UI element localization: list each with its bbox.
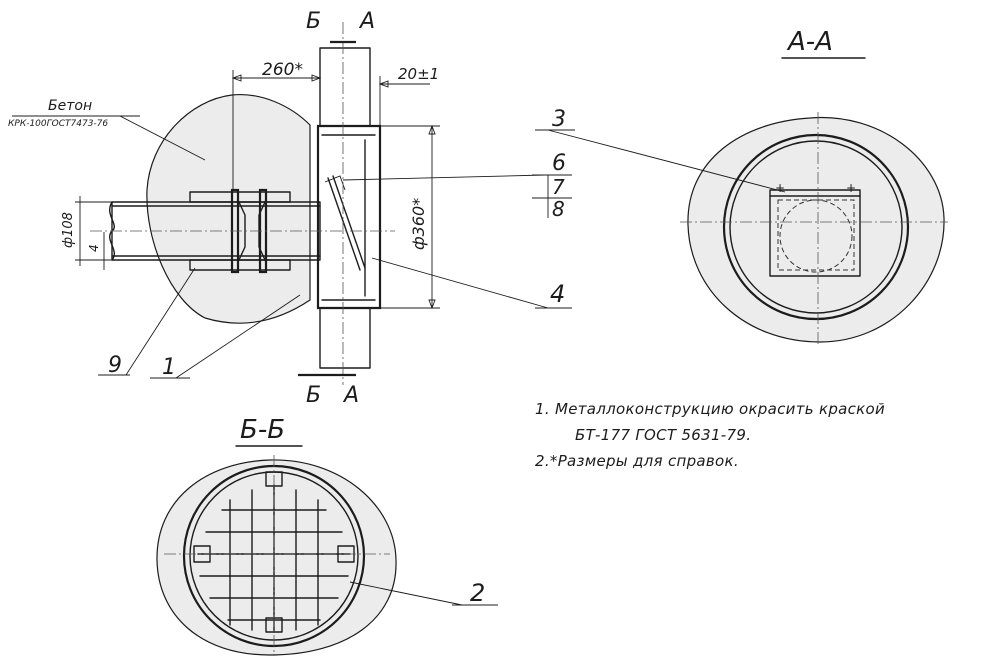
- pos-8-label: 8: [552, 197, 565, 221]
- pos-4-label: 4: [550, 280, 565, 308]
- pos-3-label: 3: [552, 107, 566, 132]
- wall-lower: [319, 307, 371, 369]
- pos-7-label: 7: [552, 175, 565, 199]
- note-1-line-1: 1. Металлоконструкцию окрасить краской: [535, 400, 886, 418]
- note-2: 2.*Размеры для справок.: [535, 452, 739, 470]
- main-side-view: 260* 20±1 ф360* ф108 4 Бетон КРК-100ГОСТ…: [8, 9, 572, 408]
- dim-260-label: 260*: [262, 60, 303, 80]
- section-mark-a-bottom: А: [342, 383, 359, 408]
- section-mark-b-top: Б: [306, 9, 321, 34]
- pos-9-label: 9: [108, 353, 122, 378]
- note-1-line-2: БТ-177 ГОСТ 5631-79.: [575, 426, 752, 444]
- section-mark-b-bottom: Б: [306, 383, 321, 408]
- pos-2-label: 2: [470, 579, 485, 607]
- dim-20-label: 20±1: [398, 65, 439, 83]
- dim-108-label: ф108: [61, 212, 76, 248]
- pos-6-label: 6: [552, 151, 566, 176]
- concrete-ring-aa: [687, 116, 945, 343]
- concrete-mass: [146, 93, 311, 324]
- hatch-box: [316, 124, 382, 310]
- section-b-b: Б-Б 2: [156, 415, 498, 656]
- dim-4-label: 4: [87, 244, 101, 252]
- section-a-a: А-А + + 3: [535, 27, 948, 345]
- pos-1-label: 1: [162, 355, 176, 380]
- svg-text:+: +: [846, 181, 856, 195]
- concrete-ring-bb: [156, 459, 397, 656]
- wall-upper: [319, 47, 371, 127]
- section-bb-title: Б-Б: [240, 415, 285, 445]
- section-mark-a-top: А: [358, 9, 375, 34]
- svg-text:+: +: [775, 181, 785, 195]
- beton-label: Бетон: [48, 98, 92, 114]
- section-aa-title: А-А: [786, 27, 833, 57]
- beton-spec-label: КРК-100ГОСТ7473-76: [8, 119, 108, 129]
- dim-360-label: ф360*: [409, 198, 428, 250]
